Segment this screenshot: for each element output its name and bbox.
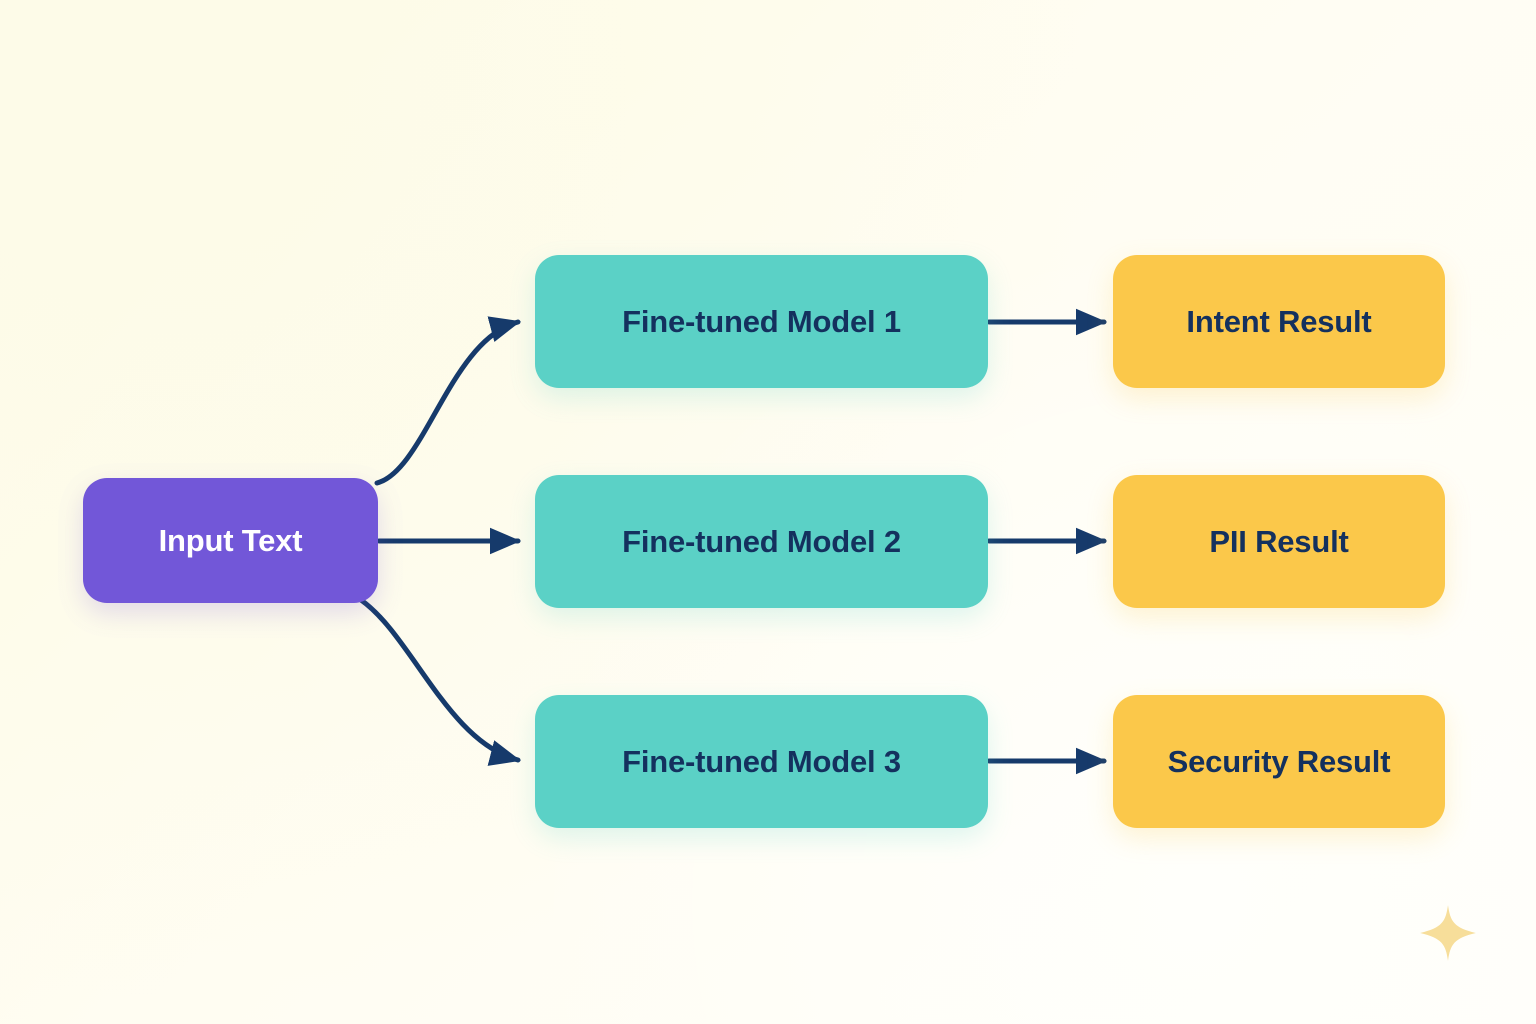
node-input-text[interactable]: Input Text	[83, 478, 378, 603]
node-fine-tuned-model-1-label: Fine-tuned Model 1	[622, 303, 901, 339]
node-fine-tuned-model-3-label: Fine-tuned Model 3	[622, 743, 901, 779]
node-fine-tuned-model-3[interactable]: Fine-tuned Model 3	[535, 695, 988, 828]
node-security-result[interactable]: Security Result	[1113, 695, 1445, 828]
node-intent-result-label: Intent Result	[1186, 303, 1372, 339]
node-pii-result[interactable]: PII Result	[1113, 475, 1445, 608]
node-pii-result-label: PII Result	[1209, 523, 1349, 559]
node-fine-tuned-model-2[interactable]: Fine-tuned Model 2	[535, 475, 988, 608]
sparkle-icon	[1420, 905, 1476, 961]
node-intent-result[interactable]: Intent Result	[1113, 255, 1445, 388]
node-fine-tuned-model-2-label: Fine-tuned Model 2	[622, 523, 901, 559]
edge-input-to-model-1	[374, 316, 521, 486]
node-fine-tuned-model-1[interactable]: Fine-tuned Model 1	[535, 255, 988, 388]
node-security-result-label: Security Result	[1167, 743, 1391, 779]
node-input-text-label: Input Text	[158, 522, 303, 558]
edge-input-to-model-3	[358, 597, 521, 766]
